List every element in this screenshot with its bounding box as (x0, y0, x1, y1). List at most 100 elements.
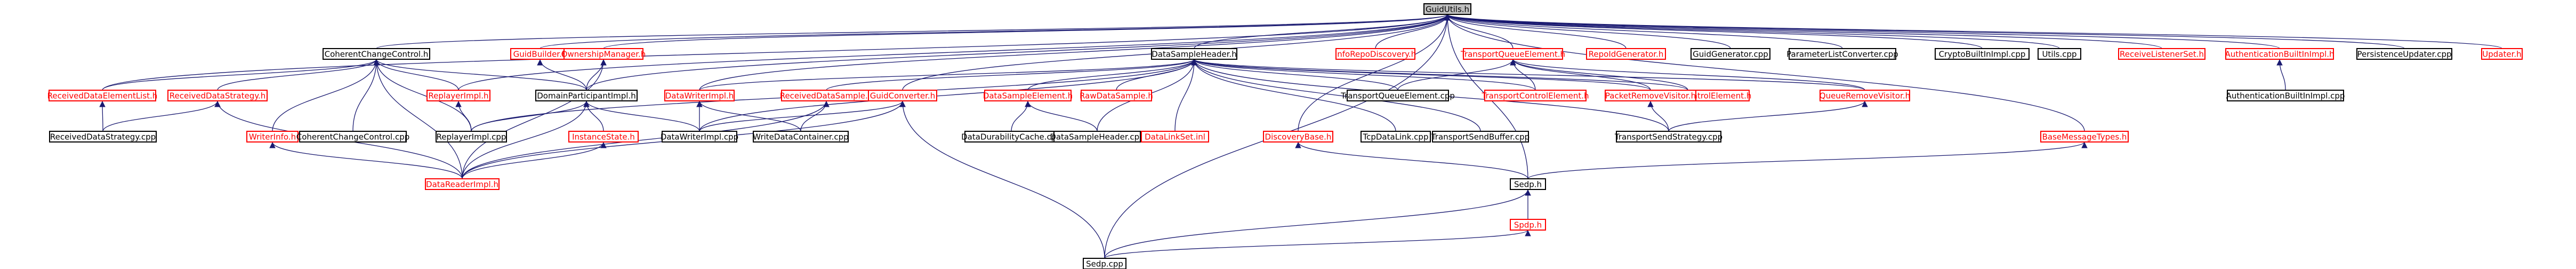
graph-node-tcpdl-cpp[interactable]: TcpDataLink.cpp (1361, 131, 1431, 143)
include-edge (699, 14, 1451, 91)
node-label: GuidConverter.h (870, 91, 935, 101)
node-label: WriterInfo.h (249, 132, 296, 142)
graph-node-dsheader-h[interactable]: DataSampleHeader.h (1151, 48, 1237, 60)
include-edge (1104, 189, 1531, 259)
graph-node-qrv-h[interactable]: QueueRemoveVisitor.h (1820, 90, 1910, 101)
graph-node-inforepo-h[interactable]: InfoRepoDiscovery.h (1335, 48, 1416, 60)
graph-node-tss-cpp[interactable]: TransportSendStrategy.cpp (1614, 131, 1722, 143)
graph-node-dwi-cpp[interactable]: DataWriterImpl.cpp (661, 131, 738, 143)
graph-node-bmt-h[interactable]: BaseMessageTypes.h (2040, 131, 2129, 143)
graph-node-prv-h[interactable]: PacketRemoveVisitor.h (1605, 90, 1696, 101)
include-edge (462, 100, 590, 179)
node-label: Sedp.cpp (1086, 259, 1123, 269)
node-label: DataReaderImpl.h (426, 180, 498, 189)
graph-node-guidconv-h[interactable]: GuidConverter.h (868, 90, 937, 101)
node-label: TransportSendStrategy.cpp (1614, 132, 1722, 142)
include-edge (1527, 141, 2088, 179)
graph-node-tqe-h[interactable]: TransportQueueElement.h (1460, 48, 1565, 60)
graph-node-crypto-h[interactable]: CryptoBuiltInImpl.cpp (1935, 48, 2030, 60)
include-edge (1295, 141, 1528, 179)
node-box (49, 131, 157, 143)
graph-node-spdp-h[interactable]: Spdp.h (1510, 219, 1546, 231)
node-box (1361, 131, 1431, 143)
include-edge (826, 59, 1197, 91)
graph-node-tce-h[interactable]: TransportControlElement.h (1482, 90, 1589, 101)
node-label: ReceivedDataElementList.h (47, 91, 158, 101)
graph-node-tqe-cpp[interactable]: TransportQueueElement.cpp (1340, 90, 1455, 101)
graph-node-coherent-cpp[interactable]: CoherentChangeControl.cpp (296, 131, 410, 143)
node-box (323, 48, 430, 60)
node-label: ReceiveListenerSet.h (2120, 50, 2204, 59)
node-label: InstanceState.h (572, 132, 635, 142)
graph-node-paramlist-cpp[interactable]: ParameterListConverter.cpp (1786, 48, 1898, 60)
node-label: OwnershipManager.h (561, 50, 646, 59)
graph-node-authbi-h[interactable]: AuthenticationBuiltInImpl.h (2225, 48, 2334, 60)
include-edge (373, 59, 463, 179)
node-box (246, 131, 299, 143)
node-box (1432, 131, 1529, 143)
graph-node-replayer-h[interactable]: ReplayerImpl.h (426, 90, 490, 101)
graph-node-writerinfo-h[interactable]: WriterInfo.h (246, 131, 299, 143)
graph-node-replayer-cpp[interactable]: ReplayerImpl.cpp (436, 131, 507, 143)
include-edge (462, 141, 607, 179)
node-box (2225, 48, 2334, 60)
include-edge (1397, 59, 1516, 91)
include-edge (1510, 59, 1688, 91)
graph-node-dse-h[interactable]: DataSampleElement.h (983, 90, 1073, 101)
graph-node-rdel-h[interactable]: ReceivedDataElementList.h (47, 90, 158, 101)
node-label: WriteDataContainer.cpp (753, 132, 848, 142)
node-box (2227, 90, 2344, 101)
node-label: TransportQueueElement.h (1460, 50, 1565, 59)
node-label: DomainParticipantImpl.h (537, 91, 636, 101)
node-label: GuidUtils.h (1426, 5, 1469, 14)
include-edge (373, 59, 459, 91)
graph-node-dsh-cpp[interactable]: DataSampleHeader.cpp (1050, 131, 1145, 143)
graph-node-rdsample-h[interactable]: ReceivedDataSample.h (780, 90, 873, 101)
graph-node-wdc-cpp[interactable]: WriteDataContainer.cpp (753, 131, 849, 143)
graph-node-discovery-h[interactable]: DiscoveryBase.h (1263, 131, 1333, 143)
graph-node-repoid-h[interactable]: RepoIdGenerator.h (1586, 48, 1666, 60)
graph-node-dri-h[interactable]: DataReaderImpl.h (425, 178, 500, 190)
node-box (2356, 48, 2452, 60)
include-edge (537, 59, 587, 91)
node-label: ReceivedDataSample.h (780, 91, 873, 101)
graph-node-guidbuilder-h[interactable]: GuidBuilder.h (510, 48, 570, 60)
graph-node-updater-h[interactable]: Updater.h (2481, 48, 2523, 60)
node-box (1081, 90, 1152, 101)
include-edge (462, 59, 607, 179)
node-box (535, 90, 638, 101)
graph-node-coherent-h[interactable]: CoherentChangeControl.h (323, 48, 430, 60)
graph-node-persist-cpp[interactable]: PersistenceUpdater.cpp (2356, 48, 2452, 60)
node-box (1263, 131, 1333, 143)
graph-node-dlset-inl[interactable]: DataLinkSet.inl (1141, 131, 1209, 143)
include-edge (1444, 14, 2405, 49)
include-edge (269, 141, 463, 179)
include-edge (1444, 14, 1983, 49)
graph-node-sedp-cpp[interactable]: Sedp.cpp (1083, 258, 1126, 269)
include-edge (1174, 59, 1197, 132)
graph-node-rls-h[interactable]: ReceiveListenerSet.h (2118, 48, 2205, 60)
node-label: CoherentChangeControl.h (325, 50, 429, 59)
graph-node-guidgen-cpp[interactable]: GuidGenerator.cpp (1690, 48, 1770, 60)
node-box (1335, 48, 1415, 60)
graph-node-dwi-h[interactable]: DataWriterImpl.h (664, 90, 735, 101)
graph-node-rds-cpp[interactable]: ReceivedDataStrategy.cpp (49, 131, 157, 143)
graph-node-ddc-cpp[interactable]: DataDurabilityCache.cpp (961, 131, 1061, 143)
graph-node-dpi-h[interactable]: DomainParticipantImpl.h (535, 90, 638, 101)
graph-node-instance-h[interactable]: InstanceState.h (568, 131, 639, 143)
graph-node-rds-h[interactable]: ReceivedDataStrategy.h (167, 90, 268, 101)
include-edge (102, 100, 221, 132)
node-label: GuidGenerator.cpp (1693, 50, 1768, 59)
graph-node-authbi-cpp[interactable]: AuthenticationBuiltInImpl.cpp (2226, 90, 2345, 101)
node-label: DiscoveryBase.h (1265, 132, 1332, 142)
graph-node-rawds-h[interactable]: RawDataSample.h (1080, 90, 1153, 101)
include-edge (1510, 59, 1651, 91)
graph-node-utils-cpp[interactable]: Utils.cpp (2038, 48, 2081, 60)
node-box (662, 131, 737, 143)
node-box (426, 90, 490, 101)
node-label: Spdp.h (1514, 220, 1542, 230)
graph-node-sedp-h[interactable]: Sedp.h (1510, 178, 1546, 190)
graph-node-ownership-h[interactable]: OwnershipManager.h (561, 48, 646, 60)
graph-node-tsb-cpp[interactable]: TransportSendBuffer.cpp (1431, 131, 1529, 143)
